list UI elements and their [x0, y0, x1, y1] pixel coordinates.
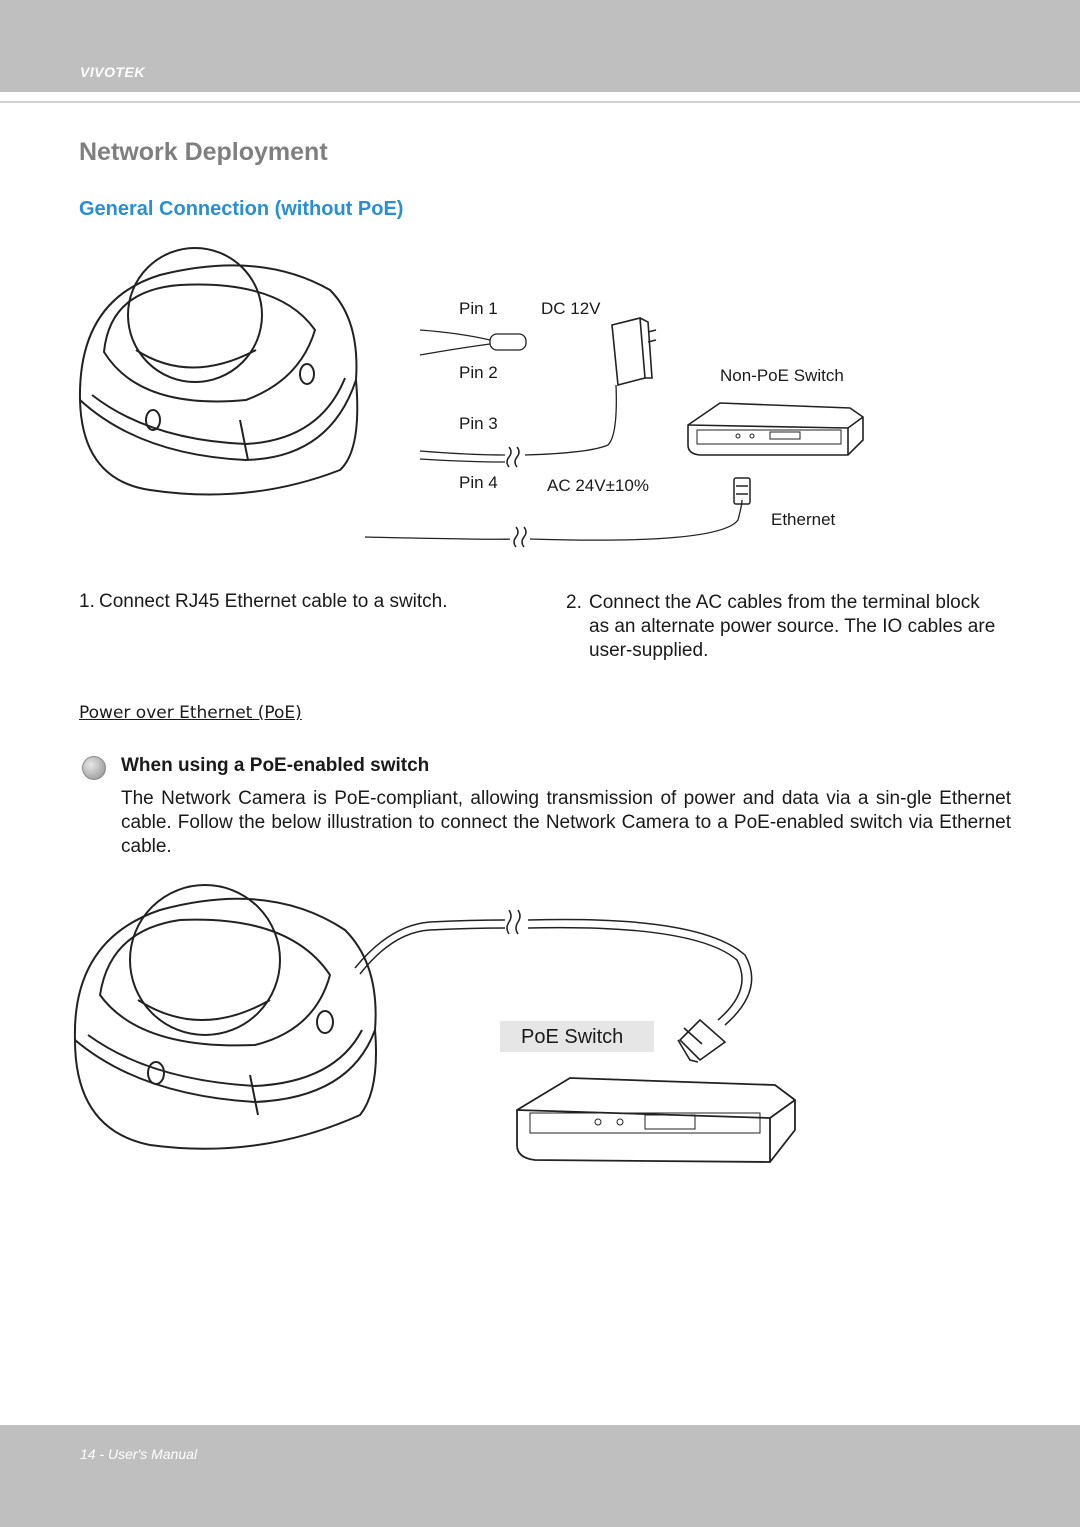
- poe-subheading: When using a PoE-enabled switch: [121, 755, 430, 776]
- rj45-connector-icon: [733, 477, 751, 505]
- ethernet-cable: [354, 909, 753, 1026]
- header-divider: [0, 101, 1080, 103]
- dc-voltage-label: DC 12V: [541, 299, 601, 318]
- page-number: 14 - User's Manual: [80, 1446, 198, 1462]
- power-adapter-illustration: [611, 316, 657, 387]
- poe-switch-label-box: [500, 1021, 654, 1052]
- switch-label: Non-PoE Switch: [720, 366, 844, 385]
- pin1-label: Pin 1: [459, 299, 498, 318]
- bullet-icon: [82, 756, 106, 780]
- pin4-label: Pin 4: [459, 473, 498, 492]
- page-title: Network Deployment: [79, 138, 328, 166]
- ac-voltage-label: AC 24V±10%: [547, 476, 649, 495]
- pin3-label: Pin 3: [459, 414, 498, 433]
- pin2-label: Pin 2: [459, 363, 498, 382]
- step-text: Connect RJ45 Ethernet cable to a switch.: [99, 591, 448, 612]
- footer-band: [0, 1425, 1080, 1527]
- step-number: 1.: [79, 591, 95, 612]
- step-1: 1. Connect RJ45 Ethernet cable to a swit…: [79, 591, 448, 613]
- step-2: 2. Connect the AC cables from the termin…: [566, 591, 996, 663]
- brand-logo: VIVOTEK: [80, 64, 145, 80]
- step-text: Connect the AC cables from the terminal …: [589, 592, 996, 661]
- dome-camera-illustration: [73, 884, 377, 1150]
- camera-cables: [364, 329, 743, 541]
- poe-section-heading: Power over Ethernet (PoE): [79, 703, 302, 723]
- switch-illustration: [687, 402, 864, 456]
- switch-illustration: [516, 1077, 796, 1163]
- step-number: 2.: [566, 592, 582, 613]
- header-band: [0, 0, 1080, 92]
- section-title: General Connection (without PoE): [79, 198, 404, 220]
- poe-description: The Network Camera is PoE-compliant, all…: [121, 788, 1011, 857]
- rj45-connector-icon: [677, 1018, 727, 1063]
- poe-switch-label: PoE Switch: [521, 1026, 624, 1048]
- ethernet-label: Ethernet: [771, 510, 836, 529]
- dome-camera-illustration: [78, 247, 359, 496]
